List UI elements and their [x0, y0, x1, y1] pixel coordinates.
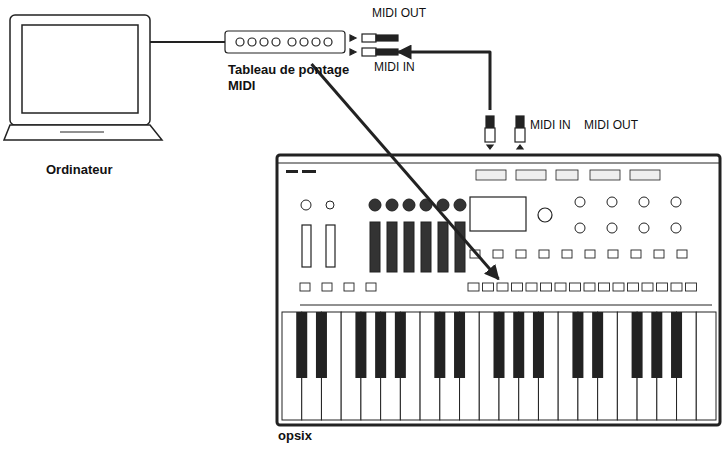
midi-plugs: [485, 116, 525, 149]
device-node: opsix: [275, 110, 722, 448]
port-label: MIDI IN: [530, 118, 571, 132]
opsix-drawing: [277, 155, 720, 425]
device-label: opsix: [278, 428, 378, 444]
port-label: MIDI OUT: [372, 6, 426, 20]
device-node: Tableau de pontage MIDI: [225, 28, 398, 100]
device-label: Tableau de pontage MIDI: [228, 62, 368, 94]
patchbay-drawing: [225, 31, 398, 56]
usb-cable: [150, 41, 225, 43]
laptop-drawing: [4, 15, 162, 140]
device-node: Ordinateur: [4, 12, 150, 182]
device-label: Ordinateur: [46, 162, 146, 178]
midi-cable: [312, 64, 499, 279]
port-label: MIDI IN: [374, 60, 415, 74]
port-label: MIDI OUT: [584, 118, 638, 132]
